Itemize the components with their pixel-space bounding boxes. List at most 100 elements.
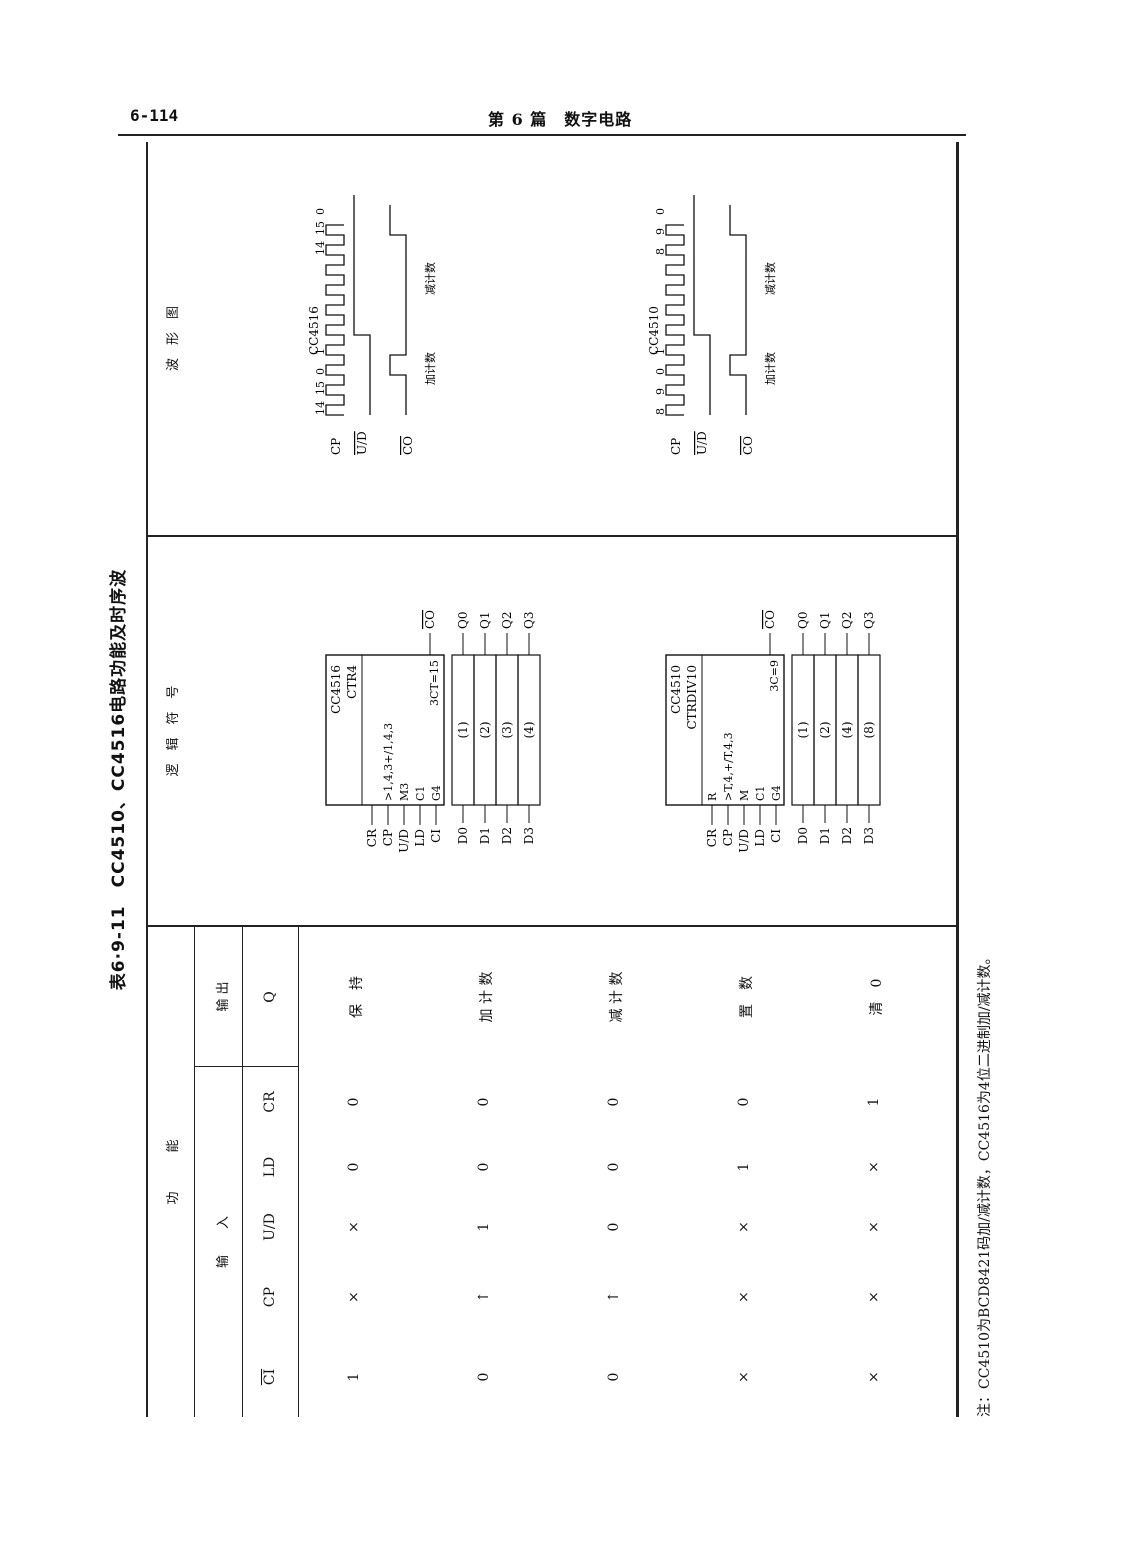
count-label-6: 0 [654, 208, 667, 215]
signal-ud: U/D [695, 431, 709, 455]
q-out-3: Q3 [522, 612, 536, 629]
input-cr: CR [705, 828, 719, 847]
count-label-0: 14 [314, 401, 327, 415]
input-cp: CP [381, 829, 395, 846]
pin-label: M [738, 790, 751, 801]
rule-group-head [242, 927, 243, 1417]
count-label-6: 0 [314, 208, 327, 215]
input-ld: LD [413, 829, 427, 847]
carry-out: CO [423, 610, 437, 629]
waveform-chip-label: CC4510 [647, 306, 661, 355]
label-down-count: 减计数 [424, 262, 437, 295]
ud-waveform [693, 195, 711, 415]
q-out-1: Q1 [478, 612, 492, 629]
header-function: 功 能 [166, 1139, 181, 1205]
section-title: 第 6 篇 数字电路 [488, 110, 633, 129]
divider-function [146, 925, 958, 927]
symbol-chip-label: CC4510 [669, 665, 683, 714]
weight-label: (1) [796, 722, 810, 739]
weight-label: (2) [478, 722, 492, 739]
weight-label: (8) [862, 722, 876, 739]
cell-q-3: 减 计 数 [609, 971, 625, 1023]
data-in-3: D3 [862, 827, 876, 844]
pin-label: C1 [414, 786, 427, 801]
count-label-1: 9 [654, 388, 667, 395]
output-pin: 3C=9 [768, 660, 781, 692]
cp-pulses [325, 224, 345, 416]
input-u-d: U/D [397, 829, 411, 853]
symbol-body [325, 654, 445, 806]
input-ci: CI [769, 829, 783, 843]
cell-cr-1: 0 [346, 1097, 362, 1107]
signal-ud: U/D [355, 431, 369, 455]
cell-q-5: 清 0 [869, 978, 885, 1016]
q-out-2: Q2 [840, 612, 854, 629]
count-label-3: 1 [314, 348, 327, 355]
symbol-title: CTR4 [345, 665, 359, 699]
pin-label: >1,4,3+/1,4,3 [382, 723, 395, 801]
data-in-2: D2 [500, 827, 514, 844]
pin-label: R [706, 792, 719, 801]
signal-co: CO [741, 436, 755, 455]
col-cr: CR [262, 1091, 278, 1113]
pin-label: >T,4,+/T,4,3 [722, 732, 735, 801]
count-label-5: 15 [314, 221, 327, 235]
count-label-5: 9 [654, 228, 667, 235]
weight-label: (4) [840, 722, 854, 739]
count-label-4: 14 [314, 241, 327, 255]
count-label-0: 8 [654, 408, 667, 415]
page-number: 6-114 [130, 106, 179, 125]
q-out-0: Q0 [796, 612, 810, 629]
cell-q-4: 置 数 [739, 976, 755, 1018]
data-in-1: D1 [818, 827, 832, 844]
count-label-2: 0 [654, 368, 667, 375]
weight-label: (2) [818, 722, 832, 739]
signal-cp: CP [329, 438, 343, 455]
table-caption: 表6·9-11 CC4510、CC4516电路功能及时序波 [109, 568, 129, 991]
input-ld: LD [753, 829, 767, 847]
cell-q-2: 加 计 数 [479, 971, 495, 1023]
pin-label: C1 [754, 786, 767, 801]
col-q: Q [262, 991, 278, 1003]
pin-label: M3 [398, 783, 411, 801]
rule-function-head [194, 927, 195, 1417]
weight-label: (3) [500, 722, 514, 739]
input-u-d: U/D [737, 829, 751, 853]
data-in-0: D0 [796, 827, 810, 844]
pin-label: G4 [430, 785, 443, 801]
header-input: 输 入 [216, 1216, 231, 1269]
cell-q-1: 保 持 [349, 976, 365, 1018]
cell-cr-3: 0 [606, 1097, 622, 1107]
symbol-body [665, 654, 785, 806]
signal-cp: CP [669, 438, 683, 455]
function-table: 表6·9-11 CC4510、CC4516电路功能及时序波 功 能 逻 辑 符 … [109, 142, 993, 1417]
output-pin: 3CT=15 [428, 660, 441, 706]
waveform-chip-label: CC4516 [307, 306, 321, 355]
pin-label: G4 [770, 785, 783, 801]
count-label-1: 15 [314, 381, 327, 395]
table-note: 注：CC4510为BCD8421码加/减计数，CC4516为4位二进制加/减计数… [977, 950, 993, 1417]
cell-cr-2: 0 [476, 1097, 492, 1107]
carry-out: CO [763, 610, 777, 629]
weight-label: (1) [456, 722, 470, 739]
q-out-2: Q2 [500, 612, 514, 629]
label-up-count: 加计数 [424, 352, 437, 385]
rule-col-head [298, 927, 299, 1417]
table-bottom-rule [956, 142, 959, 1417]
input-ci: CI [429, 829, 443, 843]
data-in-3: D3 [522, 827, 536, 844]
symbol-title: CTRDIV10 [685, 665, 699, 730]
cell-cr-4: 0 [736, 1097, 752, 1107]
cell-cr-5: 1 [866, 1097, 882, 1107]
count-label-3: 1 [654, 348, 667, 355]
input-cp: CP [721, 829, 735, 846]
data-in-2: D2 [840, 827, 854, 844]
col-cp: CP [262, 1286, 278, 1308]
signal-co: CO [401, 436, 415, 455]
co-waveform [389, 205, 407, 415]
label-up-count: 加计数 [764, 352, 777, 385]
q-out-0: Q0 [456, 612, 470, 629]
